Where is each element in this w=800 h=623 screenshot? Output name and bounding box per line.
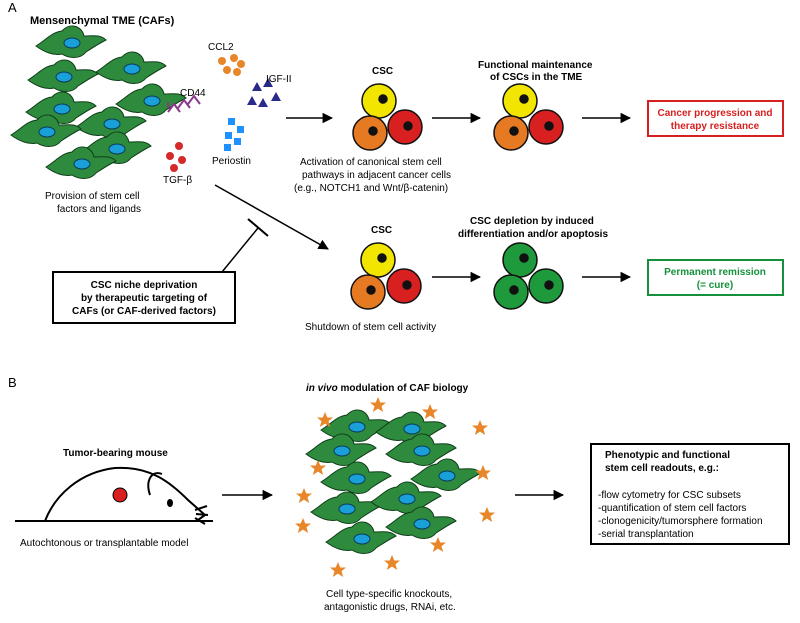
- tumor-icon: [112, 487, 128, 503]
- caf-cell: [27, 59, 99, 92]
- cd44-receptors: [167, 94, 201, 113]
- star-icon: [296, 488, 312, 503]
- star-icon: [370, 397, 386, 412]
- caf-cluster-a: [10, 25, 187, 179]
- activation-line3: (e.g., NOTCH1 and Wnt/β-catenin): [294, 183, 448, 194]
- niche-deprivation-box: [52, 271, 236, 324]
- csc-cluster-3: [350, 242, 422, 310]
- in-vivo-italic: in vivo: [306, 383, 338, 394]
- cd44-label: CD44: [180, 88, 206, 99]
- activation-line2: pathways in adjacent cancer cells: [302, 170, 451, 181]
- mouse-icon: [15, 466, 213, 525]
- star-icon: [430, 537, 446, 552]
- caf-cell: [320, 461, 392, 494]
- remission-line1: Permanent remission: [664, 267, 766, 278]
- star-icon: [422, 404, 438, 419]
- ko-line2: antagonistic drugs, RNAi, etc.: [324, 602, 456, 613]
- readout-title-line1: Phenotypic and functional: [605, 450, 730, 461]
- mouse-caption: Autochtonous or transplantable model: [20, 538, 188, 549]
- csc-cluster-2: [493, 83, 564, 151]
- star-icon: [384, 555, 400, 570]
- tgfb-dots: [166, 142, 186, 172]
- star-icon: [472, 420, 488, 435]
- csc-label-2: CSC: [371, 225, 392, 236]
- star-icon: [295, 518, 311, 533]
- readout-item: -serial transplantation: [598, 529, 694, 540]
- progression-line1: Cancer progression and: [657, 108, 772, 119]
- igf2-label: IGF-II: [266, 74, 292, 85]
- caf-cell: [35, 25, 107, 58]
- caf-caption-line1: Provision of stem cell: [45, 191, 139, 202]
- ccl2-dots: [218, 54, 245, 76]
- igf2-triangles: [247, 78, 281, 107]
- progression-line2: therapy resistance: [671, 121, 760, 132]
- remission-box: [647, 259, 784, 296]
- niche-line1: CSC niche deprivation: [91, 280, 198, 291]
- caf-cell: [325, 521, 397, 554]
- caf-title: Mensenchymal TME (CAFs): [30, 15, 175, 27]
- ko-line1: Cell type-specific knockouts,: [326, 589, 452, 600]
- maintenance-line2: of CSCs in the TME: [490, 72, 583, 83]
- depletion-line2: differentiation and/or apoptosis: [458, 229, 608, 240]
- caf-caption-line2: factors and ligands: [57, 204, 141, 215]
- mouse-title: Tumor-bearing mouse: [63, 448, 168, 459]
- tgfb-label: TGF-β: [163, 175, 192, 186]
- caf-cell: [25, 91, 97, 124]
- readout-item: -quantification of stem cell factors: [598, 503, 746, 514]
- star-icon: [330, 562, 346, 577]
- maintenance-line1: Functional maintenance: [478, 60, 593, 71]
- inhibition-bar: [247, 218, 269, 237]
- readouts-box: [590, 443, 790, 545]
- remission-line2: (= cure): [697, 280, 733, 291]
- star-icon: [479, 507, 495, 522]
- periostin-squares: [224, 118, 244, 151]
- panel-b-letter: B: [8, 375, 17, 390]
- mouse-eye-icon: [167, 499, 173, 507]
- ccl2-label: CCL2: [208, 42, 234, 53]
- caf-cell: [385, 506, 457, 539]
- csc-label: CSC: [372, 66, 393, 77]
- arrow-to-shutdown: [214, 184, 329, 250]
- progression-box: [647, 100, 784, 137]
- caf-cell: [115, 83, 187, 116]
- readout-item: -clonogenicity/tumorsphere formation: [598, 516, 763, 527]
- csc-cluster-1: [352, 83, 423, 151]
- niche-line2: by therapeutic targeting of: [81, 293, 208, 304]
- readout-title-line2: stem cell readouts, e.g.:: [605, 463, 719, 474]
- caf-cell: [95, 51, 167, 84]
- depletion-line1: CSC depletion by induced: [470, 216, 594, 227]
- shutdown-label: Shutdown of stem cell activity: [305, 322, 436, 333]
- readout-item: -flow cytometry for CSC subsets: [598, 490, 741, 501]
- periostin-label: Periostin: [212, 156, 251, 167]
- in-vivo-title: in vivo modulation of CAF biology: [306, 383, 469, 394]
- activation-line1: Activation of canonical stem cell: [300, 157, 442, 168]
- caf-cell: [310, 491, 382, 524]
- panel-a-letter: A: [8, 0, 17, 15]
- caf-cell: [320, 409, 392, 442]
- in-vivo-rest: modulation of CAF biology: [338, 383, 469, 394]
- niche-line3: CAFs (or CAF-derived factors): [72, 306, 216, 317]
- inhibition-line: [221, 227, 259, 273]
- caf-cluster-b: [305, 409, 482, 554]
- csc-cluster-4: [493, 242, 564, 310]
